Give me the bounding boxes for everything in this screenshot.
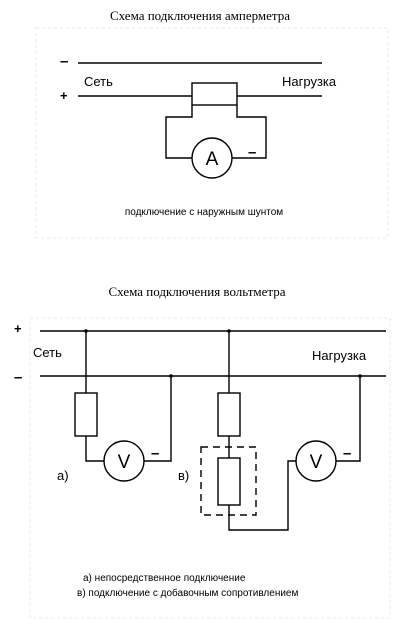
- circuit-b-lead-bottom: [228, 460, 296, 531]
- ammeter-load-label: Нагрузка: [282, 74, 337, 89]
- circuit-b-return: [336, 376, 361, 462]
- ammeter-minus-sign: –: [60, 53, 68, 70]
- ammeter-caption: подключение с наружным шунтом: [125, 207, 283, 218]
- ammeter-right-lead: [232, 105, 267, 159]
- ammeter-minus-terminal: –: [248, 144, 256, 161]
- voltmeter-frame: [29, 317, 391, 619]
- voltmeter-plus-sign: +: [14, 321, 22, 336]
- voltmeter-load-label: Нагрузка: [312, 348, 367, 363]
- voltmeter-minus-sign: –: [14, 369, 22, 386]
- circuit-a-lead-bottom: [85, 436, 104, 462]
- ammeter-frame: [35, 27, 389, 239]
- circuit-a-fuse: [74, 392, 98, 437]
- ammeter-left-lead: [165, 105, 193, 159]
- ammeter-letter: A: [206, 149, 219, 170]
- voltmeter-a-letter: V: [118, 452, 131, 473]
- circuit-b-label: в): [178, 468, 189, 483]
- circuit-a-return: [144, 376, 172, 462]
- voltmeter-b-letter: V: [310, 452, 323, 473]
- circuit-b-fuse: [217, 392, 241, 437]
- ammeter-network-label: Сеть: [84, 74, 113, 89]
- voltmeter-title: Схема подключения вольтметра: [108, 284, 285, 299]
- legend-b: в) подключение с добавочным сопротивлени…: [77, 587, 298, 599]
- voltmeter-b-minus-terminal: –: [343, 445, 351, 462]
- voltmeter-a-minus-terminal: –: [151, 445, 159, 462]
- ammeter-plus-sign: +: [60, 88, 68, 103]
- legend-a: а) непосредственное подключение: [83, 573, 246, 584]
- voltmeter-network-label: Сеть: [33, 345, 62, 360]
- additional-resistor: [217, 457, 241, 506]
- external-shunt: [191, 82, 238, 106]
- circuit-a-label: а): [57, 468, 69, 483]
- ammeter-symbol: [191, 137, 233, 179]
- ammeter-title: Схема подключения амперметра: [110, 8, 290, 23]
